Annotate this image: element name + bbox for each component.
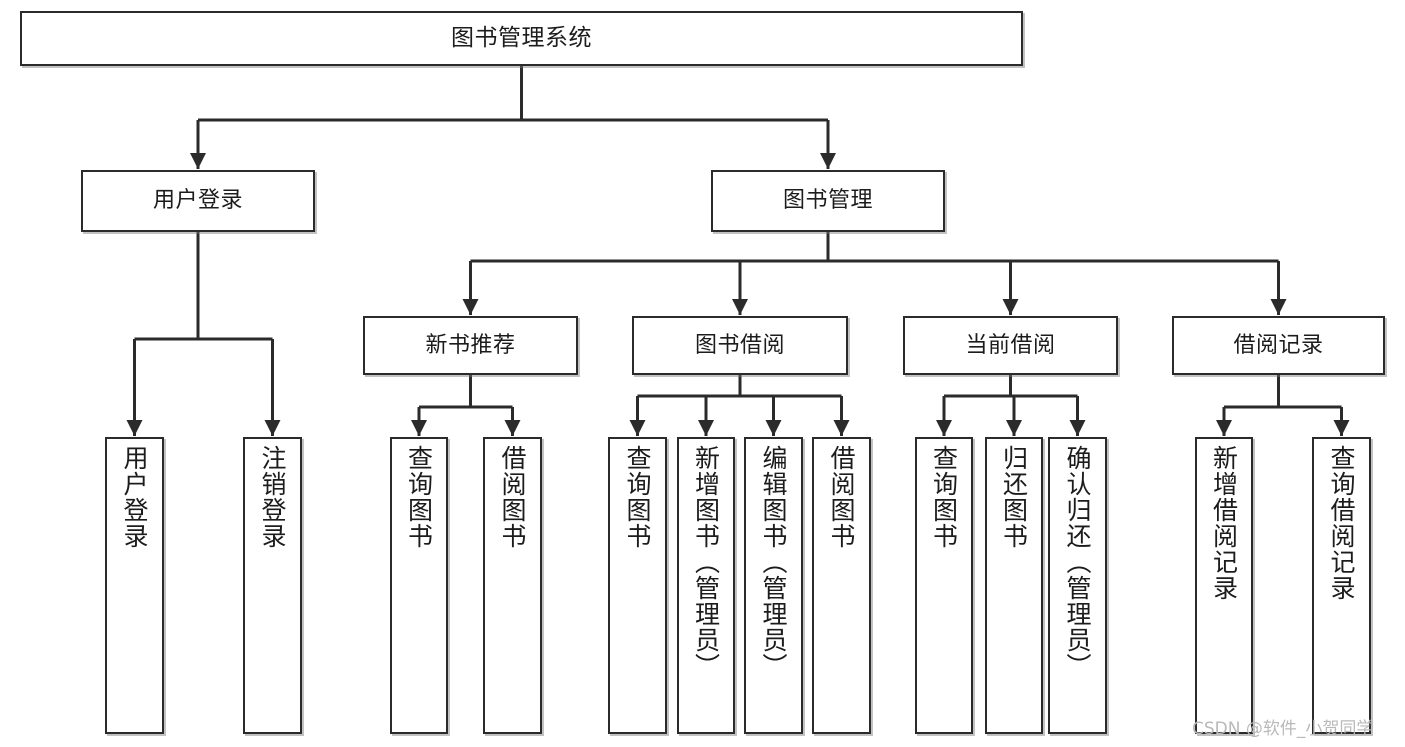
node-label: 图书管理 [782,188,873,214]
node-leaf-nb-b[interactable]: 借阅图书 [483,437,542,734]
node-leaf-login[interactable]: 用户登录 [105,437,164,734]
arrowhead [833,420,850,436]
node-label: 查询图书 [623,445,652,549]
arrowhead [765,420,782,436]
arrowhead [264,420,281,436]
node-label: 新书推荐 [425,332,516,358]
node-label: 新增图书（管理员） [691,445,721,679]
node-label: 确认归还（管理员） [1063,445,1092,679]
node-leaf-logout[interactable]: 注销登录 [243,437,302,734]
arrowhead [936,420,952,436]
node-leaf-cu-c[interactable]: 确认归还（管理员） [1048,437,1107,734]
node-leaf-bw-b[interactable]: 借阅图书 [812,437,871,734]
arrowhead [1216,420,1232,436]
node-label: 用户登录 [152,188,243,214]
arrowhead [411,420,427,436]
node-label: 图书管理系统 [451,24,592,51]
node-label: 借阅图书 [827,445,856,549]
node-leaf-cu-q[interactable]: 查询图书 [915,437,973,734]
node-label: 归还图书 [999,445,1029,549]
arrowhead [698,420,714,436]
arrowhead [1333,420,1350,436]
arrowhead [1002,299,1019,315]
node-leaf-rc-q[interactable]: 查询借阅记录 [1312,437,1371,734]
node-leaf-bw-add[interactable]: 新增图书（管理员） [677,437,735,734]
arrowhead [190,153,206,169]
node-label: 图书借阅 [694,332,785,358]
node-label: 借阅记录 [1233,332,1324,358]
node-leaf-rc-add[interactable]: 新增借阅记录 [1195,437,1253,734]
node-borrow[interactable]: 图书借阅 [632,316,848,375]
arrowhead [462,299,479,315]
node-leaf-cu-r[interactable]: 归还图书 [985,437,1043,734]
node-label: 注销登录 [258,445,287,549]
node-bookmgmt[interactable]: 图书管理 [711,170,945,232]
node-label: 用户登录 [120,445,149,549]
arrowhead [504,420,521,436]
arrowhead [820,153,836,169]
arrowhead [126,420,143,436]
arrowhead [629,420,646,436]
node-records[interactable]: 借阅记录 [1172,316,1385,375]
node-leaf-bw-q[interactable]: 查询图书 [608,437,667,734]
node-current[interactable]: 当前借阅 [903,316,1118,375]
arrowhead [1006,420,1022,436]
node-label: 查询图书 [404,445,434,549]
arrowhead [1069,420,1086,436]
node-leaf-nb-q[interactable]: 查询图书 [390,437,448,734]
arrowhead [732,299,748,315]
node-label: 查询借阅记录 [1327,445,1356,601]
node-label: 借阅图书 [498,445,527,549]
node-label: 新增借阅记录 [1209,445,1239,601]
watermark: CSDN @软件_小贺同学 [1192,719,1374,739]
node-leaf-bw-ed[interactable]: 编辑图书（管理员） [744,437,803,734]
node-root[interactable]: 图书管理系统 [20,11,1023,66]
node-label: 当前借阅 [965,332,1056,358]
node-newbook[interactable]: 新书推荐 [363,316,578,375]
node-label: 查询图书 [929,445,959,549]
node-label: 编辑图书（管理员） [759,445,788,679]
node-login[interactable]: 用户登录 [81,170,315,232]
arrowhead [1270,299,1287,315]
